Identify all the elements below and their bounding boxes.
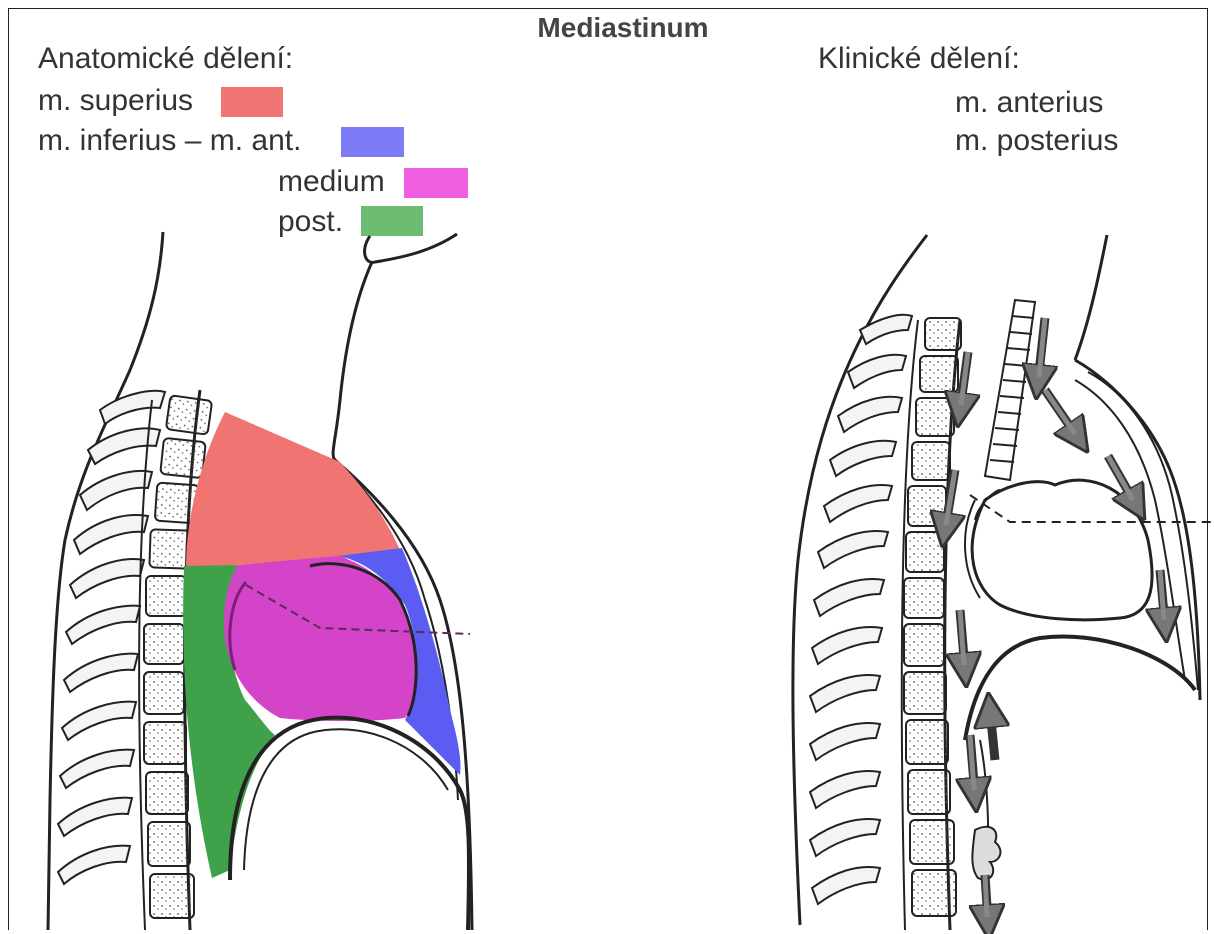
left-diagram — [48, 232, 472, 930]
heart — [972, 480, 1152, 620]
trachea — [985, 300, 1035, 480]
right-diagram — [793, 235, 1214, 930]
region-superius — [186, 412, 402, 568]
right-vertebrae — [904, 318, 961, 916]
right-ribs — [810, 315, 912, 904]
